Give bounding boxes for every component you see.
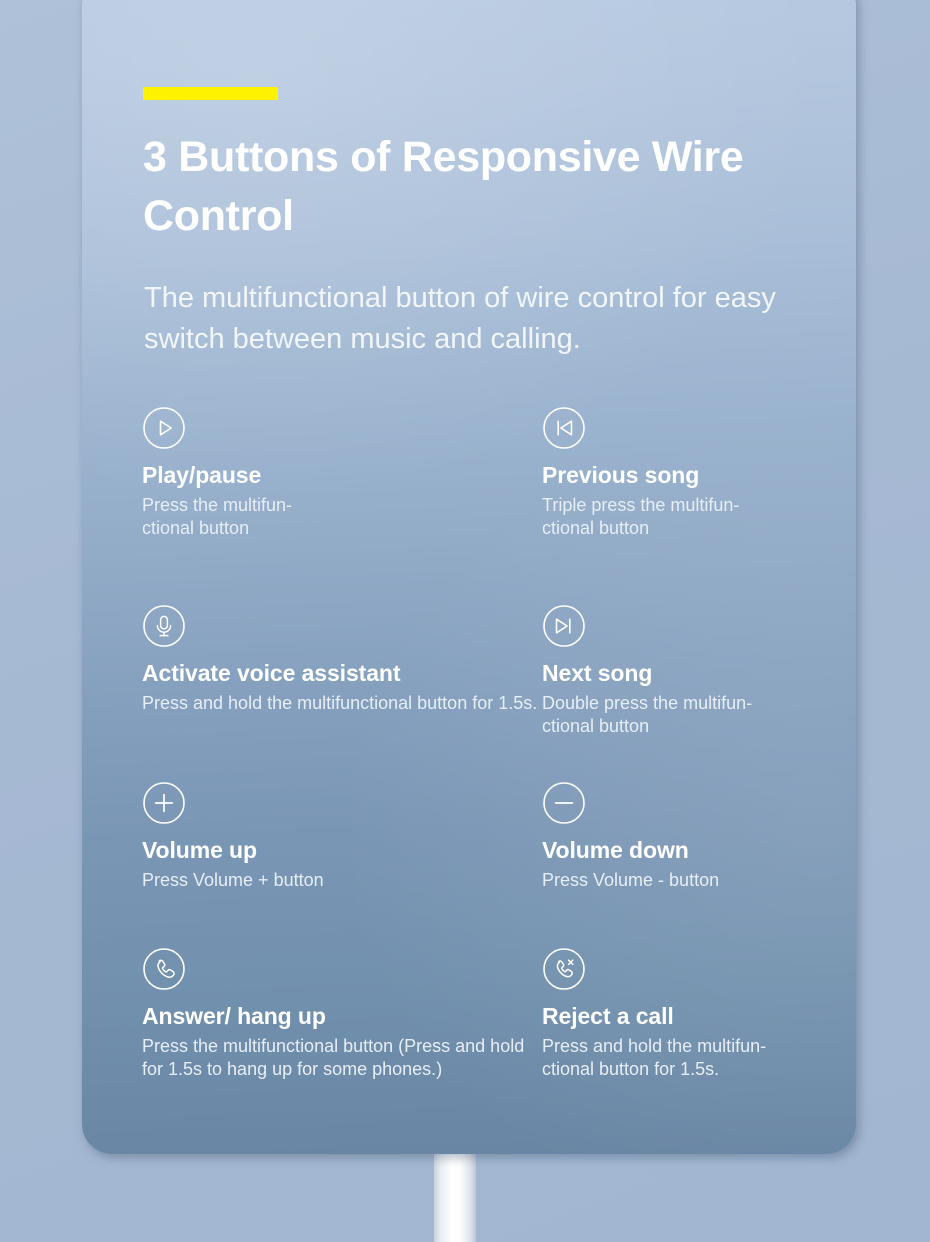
feature-description: Press Volume + button (142, 870, 324, 890)
feature-play-pause: Play/pause Press the multifun- ctional b… (142, 406, 542, 540)
feature-title: Activate voice assistant (142, 660, 401, 686)
feature-description: Press and hold the multifun- ctional but… (542, 1036, 767, 1079)
feature-row: Volume up Press Volume + button Volume d… (142, 781, 842, 892)
feature-column-left: Volume up Press Volume + button (142, 781, 542, 892)
row-spacer (142, 738, 842, 781)
feature-title: Reject a call (542, 1003, 674, 1029)
feature-title: Previous song (542, 462, 700, 488)
feature-card: 3 Buttons of Responsive Wire Control The… (82, 0, 856, 1154)
feature-previous-song: Previous song Triple press the multifun-… (542, 406, 842, 540)
feature-answer-hangup: Answer/ hang up Press the multifunctiona… (142, 947, 542, 1081)
page-subtitle: The multifunctional button of wire contr… (144, 282, 776, 355)
accent-bar (143, 87, 278, 100)
feature-column-left: Play/pause Press the multifun- ctional b… (142, 406, 542, 540)
feature-column-right: Previous song Triple press the multifun-… (542, 406, 842, 540)
feature-column-right: Volume down Press Volume - button (542, 781, 842, 892)
feature-description: Press and hold the multifunctional butto… (142, 693, 538, 713)
row-spacer (142, 892, 842, 947)
feature-grid: Play/pause Press the multifun- ctional b… (142, 406, 842, 1081)
feature-reject-call: Reject a call Press and hold the multifu… (542, 947, 842, 1081)
play-pause-icon (142, 406, 186, 450)
previous-song-icon (542, 406, 586, 450)
feature-volume-down: Volume down Press Volume - button (542, 781, 842, 892)
minus-icon (542, 781, 586, 825)
microphone-icon (142, 604, 186, 648)
next-song-icon (542, 604, 586, 648)
feature-description: Double press the multifun- ctional butto… (542, 693, 753, 736)
feature-column-right: Next song Double press the multifun- cti… (542, 604, 842, 738)
feature-title: Next song (542, 660, 653, 686)
page-title: 3 Buttons of Responsive Wire Control (143, 133, 744, 240)
feature-volume-up: Volume up Press Volume + button (142, 781, 542, 892)
feature-row: Answer/ hang up Press the multifunctiona… (142, 947, 842, 1081)
feature-description: Press the multifunctional button (Press … (142, 1036, 525, 1079)
row-spacer (142, 540, 842, 604)
feature-title: Volume up (142, 837, 257, 863)
phone-icon (142, 947, 186, 991)
plus-icon (142, 781, 186, 825)
feature-column-right: Reject a call Press and hold the multifu… (542, 947, 842, 1081)
feature-row: Play/pause Press the multifun- ctional b… (142, 406, 842, 540)
feature-description: Press the multifun- ctional button (142, 495, 293, 538)
feature-next-song: Next song Double press the multifun- cti… (542, 604, 842, 738)
feature-title: Volume down (542, 837, 689, 863)
feature-row: Activate voice assistant Press and hold … (142, 604, 842, 738)
feature-title: Answer/ hang up (142, 1003, 326, 1029)
phone-reject-icon (542, 947, 586, 991)
feature-description: Triple press the multifun- ctional butto… (542, 495, 740, 538)
feature-column-left: Activate voice assistant Press and hold … (142, 604, 542, 738)
feature-title: Play/pause (142, 462, 262, 488)
feature-voice-assistant: Activate voice assistant Press and hold … (142, 604, 542, 715)
feature-column-left: Answer/ hang up Press the multifunctiona… (142, 947, 542, 1081)
feature-description: Press Volume - button (542, 870, 720, 890)
